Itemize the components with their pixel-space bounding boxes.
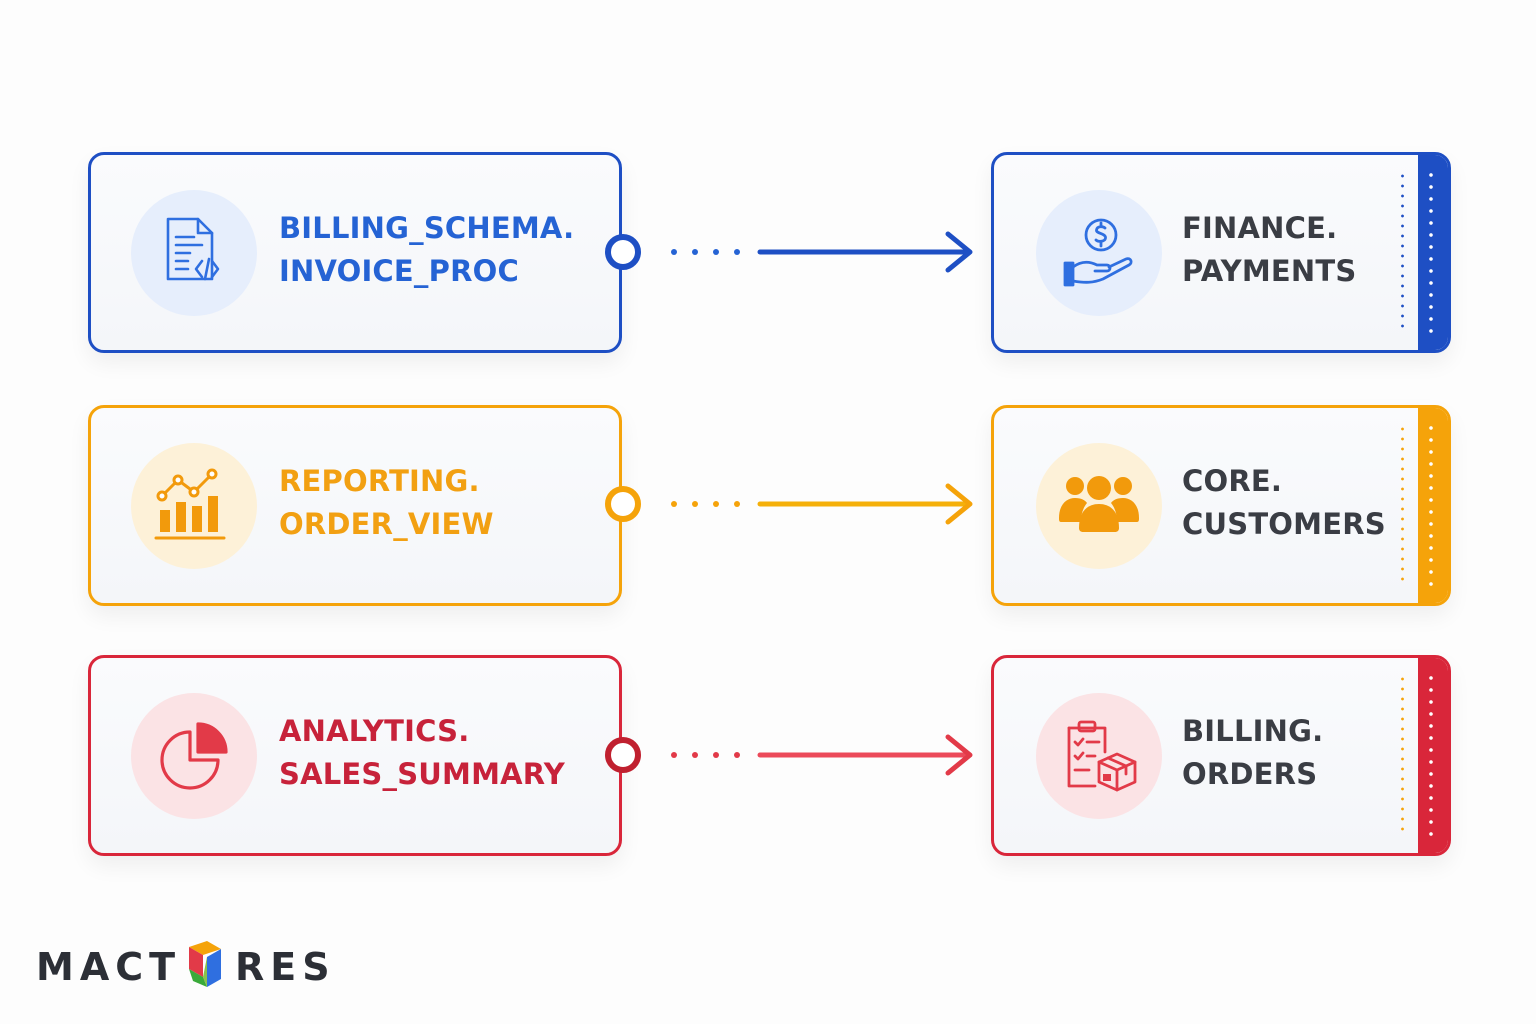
hand-dollar-icon <box>1063 218 1133 287</box>
bar-chart-trend-icon <box>154 468 226 540</box>
source-card-reporting[interactable]: REPORTING. ORDER_VIEW <box>88 405 622 606</box>
target-label: BILLING. ORDERS <box>1182 710 1323 796</box>
source-icon-badge <box>131 693 257 819</box>
mapping-arrow <box>671 734 973 776</box>
pie-chart-icon <box>160 722 228 790</box>
card-accent-stripe <box>1418 155 1448 350</box>
logo-o-mark-icon <box>189 941 222 987</box>
source-card-analytics[interactable]: ANALYTICS. SALES_SUMMARY <box>88 655 622 856</box>
users-group-icon <box>1059 476 1139 532</box>
dotted-divider <box>1401 674 1404 837</box>
mapping-arrow <box>671 483 973 525</box>
logo-text-before: MACT <box>36 945 182 989</box>
target-icon-badge <box>1036 693 1162 819</box>
target-label-line2: PAYMENTS <box>1182 254 1357 288</box>
source-label-line1: REPORTING. <box>279 464 480 498</box>
source-icon-badge <box>131 190 257 316</box>
logo-text-after: RES <box>235 945 336 989</box>
source-label-line1: BILLING_SCHEMA. <box>279 211 575 245</box>
mactores-logo: MACT RES <box>36 941 336 989</box>
mapping-arrow <box>671 231 973 273</box>
card-accent-stripe <box>1418 658 1448 853</box>
target-icon-badge <box>1036 443 1162 569</box>
target-label-line1: BILLING. <box>1182 714 1324 748</box>
target-label-line2: CUSTOMERS <box>1182 507 1386 541</box>
connector-port[interactable] <box>605 486 641 522</box>
source-label: BILLING_SCHEMA. INVOICE_PROC <box>279 207 574 293</box>
target-label: CORE. CUSTOMERS <box>1182 460 1386 546</box>
code-document-icon <box>166 217 220 281</box>
source-label-line2: SALES_SUMMARY <box>279 757 565 791</box>
target-card-core-customers[interactable]: CORE. CUSTOMERS <box>991 405 1451 606</box>
target-label: FINANCE. PAYMENTS <box>1182 207 1356 293</box>
connector-port[interactable] <box>605 234 641 270</box>
source-icon-badge <box>131 443 257 569</box>
source-label-line1: ANALYTICS. <box>279 714 470 748</box>
source-label: REPORTING. ORDER_VIEW <box>279 460 494 546</box>
clipboard-box-icon <box>1067 720 1137 792</box>
target-card-finance-payments[interactable]: FINANCE. PAYMENTS <box>991 152 1451 353</box>
target-label-line1: CORE. <box>1182 464 1283 498</box>
target-label-line2: ORDERS <box>1182 757 1318 791</box>
card-accent-stripe <box>1418 408 1448 603</box>
connector-port[interactable] <box>605 737 641 773</box>
target-label-line1: FINANCE. <box>1182 211 1338 245</box>
dotted-divider <box>1401 424 1404 587</box>
source-label-line2: INVOICE_PROC <box>279 254 519 288</box>
target-card-billing-orders[interactable]: BILLING. ORDERS <box>991 655 1451 856</box>
source-label-line2: ORDER_VIEW <box>279 507 494 541</box>
dotted-divider <box>1401 171 1404 334</box>
source-label: ANALYTICS. SALES_SUMMARY <box>279 710 565 796</box>
target-icon-badge <box>1036 190 1162 316</box>
source-card-billing-schema[interactable]: BILLING_SCHEMA. INVOICE_PROC <box>88 152 622 353</box>
